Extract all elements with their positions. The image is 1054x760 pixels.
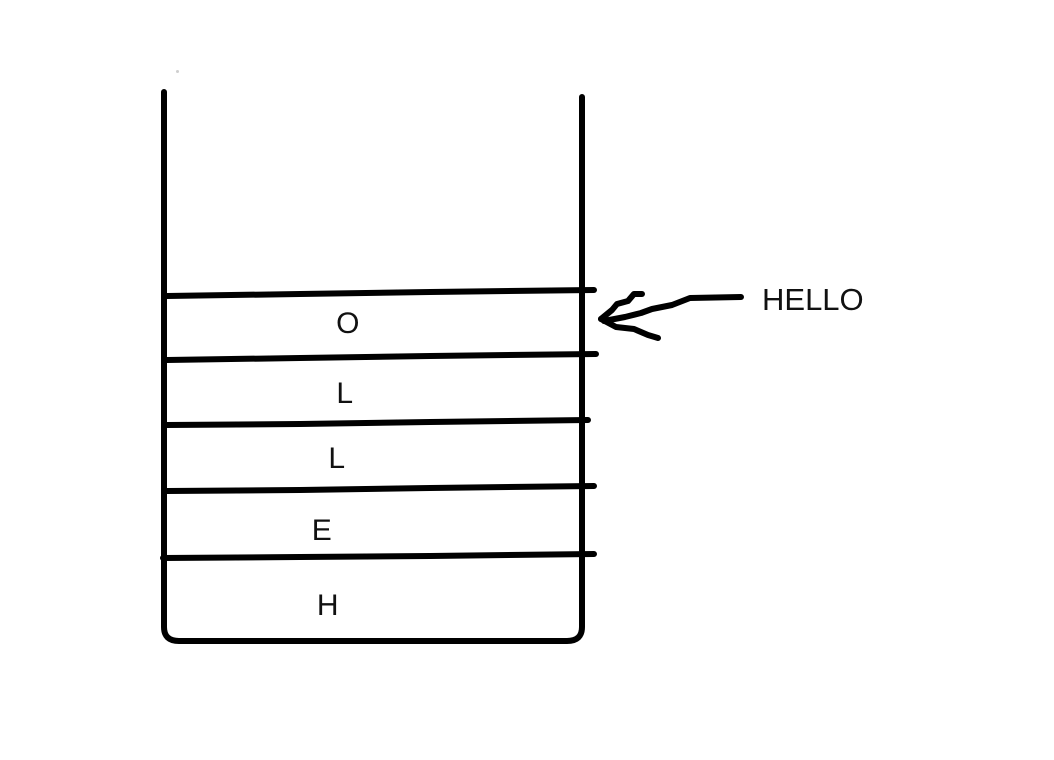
pen-speck-artifact <box>176 70 179 73</box>
stack-cell-letter-4: H <box>316 589 340 622</box>
stack-cell-letter-3: E <box>311 514 333 547</box>
divider-top-of-o <box>164 287 597 299</box>
arrow-shaft <box>601 294 744 324</box>
pointer-arrow <box>598 291 744 341</box>
divider-l-l <box>164 417 591 428</box>
divider-e-h <box>160 551 597 561</box>
arrow-upper-barb <box>598 291 645 322</box>
stack-cell-letter-0: O <box>336 307 360 340</box>
stack-dividers <box>160 287 599 561</box>
stack-cell-letter-1: L <box>336 377 354 410</box>
divider-o-l <box>164 351 599 363</box>
annotation-label-hello: HELLO <box>762 282 864 317</box>
stack-container-outline <box>161 89 585 644</box>
stack-cell-letter-2: L <box>328 442 346 475</box>
divider-l-e <box>164 483 597 494</box>
arrow-lower-barb <box>598 316 661 341</box>
